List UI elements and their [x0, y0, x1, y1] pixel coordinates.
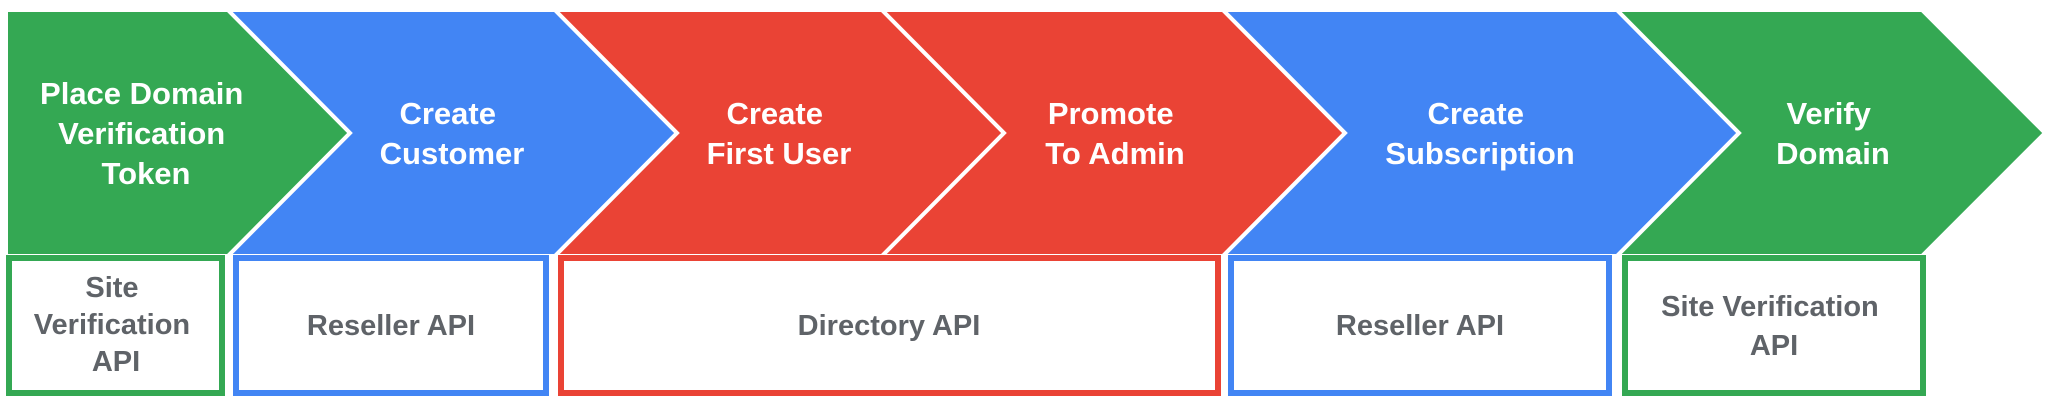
- api-box-reseller-1: Reseller API: [233, 255, 549, 396]
- api-box-3-label: Directory API: [798, 310, 981, 342]
- api-box-2-frame: [233, 255, 549, 396]
- step-6-label-line-1: Verify: [1786, 96, 1871, 131]
- api-box-1-label-line-1: Site: [85, 272, 138, 304]
- api-box-4-label: Reseller API: [1336, 310, 1504, 342]
- step-5-label-line-1: Create: [1427, 96, 1524, 131]
- step-3-label: Create First User: [707, 96, 852, 171]
- api-box-5-frame: [1622, 255, 1926, 396]
- step-2-label: Create Customer: [380, 96, 525, 171]
- step-6-label-line-2: Domain: [1776, 136, 1890, 171]
- step-3-label-line-2: First User: [707, 136, 852, 171]
- step-5-create-subscription: Create Subscription: [1218, 8, 1742, 258]
- api-box-directory: Directory API: [558, 255, 1221, 396]
- api-box-site-verification-2: Site Verification API: [1622, 255, 1926, 396]
- api-box-3-frame: [558, 255, 1221, 396]
- step-1-place-domain-verification-token: Place Domain Verification Token: [4, 8, 353, 258]
- step-2-label-line-2: Customer: [380, 136, 525, 171]
- step-4-label: Promote To Admin: [1045, 96, 1184, 171]
- api-box-5-label: Site Verification API: [1661, 291, 1887, 362]
- api-box-5-label-line-2: API: [1750, 330, 1798, 362]
- step-6-verify-domain: Verify Domain: [1612, 8, 2048, 258]
- api-box-5-label-line-1: Site Verification: [1661, 291, 1879, 323]
- api-box-1-label-line-2: Verification: [34, 309, 190, 341]
- step-4-promote-to-admin: Promote To Admin: [877, 8, 1348, 258]
- step-4-label-line-2: To Admin: [1045, 136, 1184, 171]
- step-2-label-line-1: Create: [399, 96, 496, 131]
- step-3-label-line-1: Create: [726, 96, 823, 131]
- step-5-label: Create Subscription: [1385, 96, 1574, 171]
- api-box-reseller-2: Reseller API: [1228, 255, 1612, 396]
- step-3-create-first-user: Create First User: [550, 8, 1007, 258]
- step-1-label-line-2: Verification: [58, 116, 225, 151]
- step-4-label-line-1: Promote: [1048, 96, 1174, 131]
- api-box-1-label: Site Verification API: [34, 272, 198, 378]
- step-1-label-line-1: Place Domain: [40, 76, 243, 111]
- step-5-label-line-2: Subscription: [1385, 136, 1574, 171]
- api-box-1-label-line-3: API: [92, 346, 140, 378]
- api-box-2-label: Reseller API: [307, 310, 475, 342]
- api-box-site-verification-1: Site Verification API: [6, 255, 225, 396]
- api-box-1-frame: [6, 255, 225, 396]
- api-box-4-label-line-1: Reseller API: [1336, 310, 1504, 342]
- step-1-label-line-3: Token: [102, 156, 191, 191]
- api-box-4-frame: [1228, 255, 1612, 396]
- api-box-2-label-line-1: Reseller API: [307, 310, 475, 342]
- step-6-label: Verify Domain: [1776, 96, 1890, 171]
- api-box-3-label-line-1: Directory API: [798, 310, 981, 342]
- step-1-label: Place Domain Verification Token: [40, 76, 252, 191]
